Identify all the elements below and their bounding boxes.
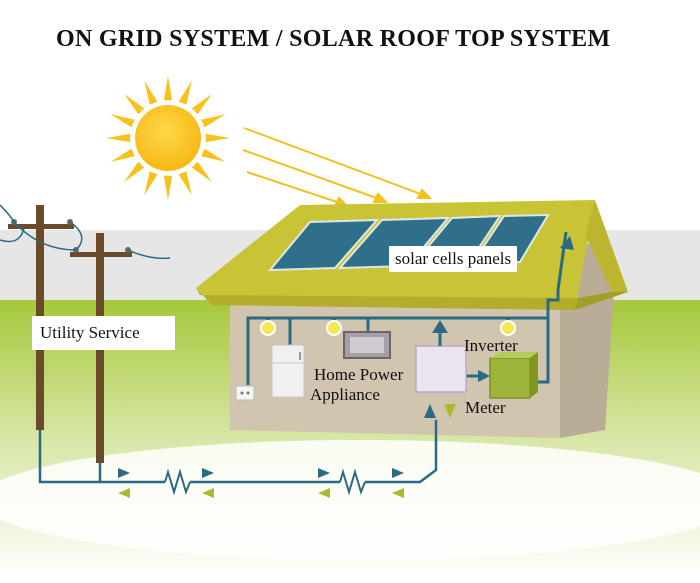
sun-ray xyxy=(163,175,173,200)
tv-icon xyxy=(343,331,391,359)
inverter-box xyxy=(415,345,467,393)
sun-ray xyxy=(110,148,135,162)
fridge-icon xyxy=(271,344,305,398)
outlet-icon xyxy=(235,385,255,401)
light-bulbs xyxy=(260,320,516,336)
utility-service-label: Utility Service xyxy=(32,316,175,350)
meter-box xyxy=(489,352,538,399)
flow-arrows-in xyxy=(118,488,404,498)
sun-ray xyxy=(124,161,145,182)
grid-down-arrow xyxy=(444,404,456,418)
meter-input-arrow xyxy=(478,370,490,382)
solar-panels-label: solar cells panels xyxy=(389,246,518,272)
overhead-lines xyxy=(0,204,171,260)
sun-ray xyxy=(144,80,158,105)
sunlight-arrows xyxy=(242,127,433,207)
sun-ray xyxy=(124,94,145,115)
meter-label: Meter xyxy=(465,398,506,417)
sun-ray xyxy=(178,171,192,196)
sun-ray xyxy=(144,171,158,196)
sun-ray xyxy=(191,161,212,182)
inverter-label: Inverter xyxy=(464,336,518,355)
sun-ray xyxy=(110,114,135,128)
sun-ray xyxy=(201,114,226,128)
sun-ray xyxy=(201,148,226,162)
grid-up-arrow xyxy=(424,404,436,418)
grid-line xyxy=(38,420,438,484)
diagram-title: ON GRID SYSTEM / SOLAR ROOF TOP SYSTEM xyxy=(56,26,611,52)
sun-ray xyxy=(106,133,131,143)
sun-ray xyxy=(205,133,230,143)
home-power-label: Home Power xyxy=(314,365,404,384)
panel-output-arrow xyxy=(560,236,574,250)
sun-ray xyxy=(191,94,212,115)
sun-ray xyxy=(163,76,173,101)
resistor-icons xyxy=(164,468,366,496)
inverter-up-arrow xyxy=(432,320,448,333)
sun-ray xyxy=(178,80,192,105)
ground-mist xyxy=(0,440,700,560)
flow-arrows-out xyxy=(118,468,404,478)
sun-icon xyxy=(106,76,230,200)
appliance-label: Appliance xyxy=(310,385,380,404)
